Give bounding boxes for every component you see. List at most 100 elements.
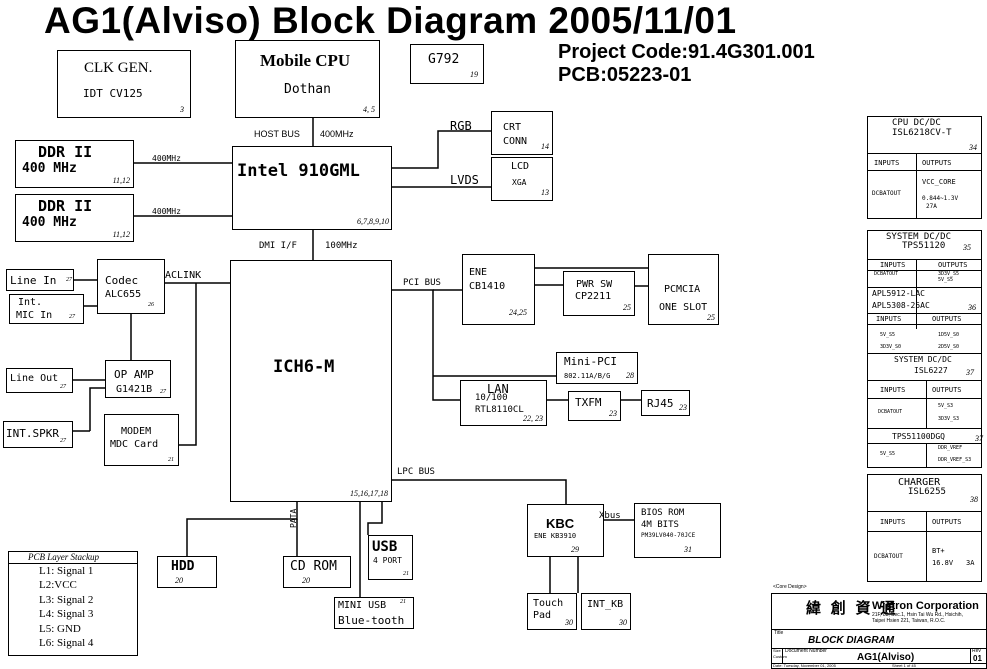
sheet-title: BLOCK DIAGRAM xyxy=(808,635,895,646)
clk-gen-part: IDT CV125 xyxy=(83,87,143,100)
rj45-page: 23 xyxy=(679,403,687,412)
sys-dcdc2-out2: 3D3V_S3 xyxy=(938,416,960,422)
docnum-value: AG1(Alviso) xyxy=(857,652,915,663)
ddr1-speed: 400 MHz xyxy=(22,161,77,176)
pcb-number: PCB:05223-01 xyxy=(558,64,692,86)
tps-out1: DDR_VREF xyxy=(938,445,963,451)
cardbus-part: CB1410 xyxy=(469,281,506,292)
xbus-label: Xbus xyxy=(599,511,621,521)
apl-in2: 3D3V_S0 xyxy=(880,344,902,350)
sheet-label: Sheet 1 of 45 xyxy=(892,663,916,668)
cpu-block: Mobile CPU Dothan 4, 5 xyxy=(235,40,380,118)
cdrom-page: 20 xyxy=(302,576,310,585)
crt-page: 14 xyxy=(541,142,549,151)
g792-label: G792 xyxy=(428,52,460,67)
cardbus-block: ENE CB1410 24,25 xyxy=(462,254,535,325)
opamp-label: OP AMP xyxy=(114,368,154,381)
miniusb-page: 21 xyxy=(400,599,406,605)
ddr1-label: DDR II xyxy=(38,143,93,161)
charger-table: CHARGER ISL6255 38 INPUTS OUTPUTS DCBATO… xyxy=(867,474,982,582)
line-out-label: Line Out xyxy=(10,373,59,384)
charger-outputs: OUTPUTS xyxy=(932,518,962,526)
sys-dcdc2-in: DCBATOUT xyxy=(878,409,903,415)
line-out-block: Line Out 27 xyxy=(6,368,73,393)
tps-out2: DDR_VREF_S3 xyxy=(938,457,972,463)
modem-page: 21 xyxy=(168,457,174,463)
touchpad-block: Touch Pad 30 xyxy=(527,593,577,630)
minipci-block: Mini-PCI 802.11A/B/G 28 xyxy=(556,352,638,384)
apl-page: 36 xyxy=(968,303,976,312)
lan-page: 22, 23 xyxy=(523,414,543,423)
txfm-block: TXFM 23 xyxy=(568,391,621,421)
cardbus-label: ENE xyxy=(469,267,488,278)
charger-out1: BT+ xyxy=(932,547,945,555)
company-address-2: Taipei Hsien 221, Taiwan, R.O.C. xyxy=(872,618,946,624)
lpc-bus-label: LPC BUS xyxy=(397,467,435,477)
stackup-table: PCB Layer Stackup L1: Signal 1 L2:VCC L3… xyxy=(8,551,138,656)
lcd-page: 13 xyxy=(541,188,549,197)
kbc-block: KBC ENE KB3910 29 xyxy=(527,504,604,557)
gmch-block: Intel 910GML 6,7,8,9,10 xyxy=(232,146,392,230)
charger-out3: 3A xyxy=(966,559,975,567)
ddr1-page: 11,12 xyxy=(112,176,130,185)
sys-dcdc1-part: TPS51120 xyxy=(902,241,946,251)
txfm-page: 23 xyxy=(609,409,617,418)
modem-label: MODEM xyxy=(121,426,152,437)
spkr-label: INT.SPKR xyxy=(6,427,59,440)
stackup-title: PCB Layer Stackup xyxy=(28,552,99,562)
cpu-label: Mobile CPU xyxy=(260,51,351,70)
touchpad-line2: Pad xyxy=(533,610,552,621)
bios-part: PM39LV040-70JCE xyxy=(641,532,696,539)
hdd-label: HDD xyxy=(171,559,195,574)
sys-dcdc1-page: 35 xyxy=(963,243,971,252)
sys-dcdc1-inputs: INPUTS xyxy=(880,261,906,269)
opamp-part: G1421B xyxy=(116,384,153,395)
usb-block: USB 4 PORT 21 xyxy=(368,535,413,580)
stackup-layer: L4: Signal 3 xyxy=(39,608,94,620)
sys-dcdc1-title: SYSTEM DC/DC xyxy=(886,232,952,242)
sys-dcdc2-page: 37 xyxy=(966,368,974,377)
docnum-label: Document Number xyxy=(785,648,827,654)
pcmcia-block: PCMCIA ONE SLOT 25 xyxy=(648,254,719,325)
intkb-page: 30 xyxy=(619,618,627,627)
intkb-block: INT_KB 30 xyxy=(581,593,631,630)
lan-speed: 10/100 xyxy=(475,393,508,403)
cpu-dcdc-in: DCBATOUT xyxy=(872,190,901,197)
sys-dcdc2-part: ISL6227 xyxy=(914,366,948,375)
pata-label: PATA xyxy=(289,508,298,528)
sys-dcdc1-out2: 5V_S5 xyxy=(938,277,954,283)
modem-part: MDC Card xyxy=(110,439,159,450)
date-label: Date: Tuesday, November 01, 2005 xyxy=(773,663,836,668)
rev-value: 01 xyxy=(973,654,982,663)
tps-in: 5V_S5 xyxy=(880,451,896,457)
cpu-dcdc-part: ISL6218CV-T xyxy=(892,128,952,138)
pci-bus-label: PCI BUS xyxy=(403,278,441,288)
sys-dcdc2-inputs: INPUTS xyxy=(880,386,906,394)
charger-title: CHARGER xyxy=(898,477,941,488)
sys-dcdc2-outputs: OUTPUTS xyxy=(932,386,962,394)
stackup-layer: L2:VCC xyxy=(39,579,77,591)
title-block: 緯 創 資 通 Wistron Corporation 21F, 88, Sec… xyxy=(771,593,987,669)
kbc-page: 29 xyxy=(571,545,579,554)
lan-block: LAN 10/100 RTL8110CL 22, 23 xyxy=(460,380,547,426)
stackup-layer: L6: Signal 4 xyxy=(39,637,94,649)
apl-title: APL5912-LAC xyxy=(872,289,925,298)
usb-label: USB xyxy=(372,539,398,555)
mic-in-page: 27 xyxy=(69,314,75,320)
charger-in: DCBATOUT xyxy=(874,553,903,560)
lcd-block: LCD XGA 13 xyxy=(491,157,553,201)
stackup-layer: L1: Signal 1 xyxy=(39,565,94,577)
host-bus-label: HOST BUS xyxy=(254,129,300,139)
touchpad-page: 30 xyxy=(565,618,573,627)
miniusb-block: MINI USB 21 Blue-tooth xyxy=(334,597,414,629)
mic-in-line2: MIC In xyxy=(16,310,53,321)
host-bus-speed: 400MHz xyxy=(320,129,354,139)
sys-dcdc2-out1: 5V_S3 xyxy=(938,403,954,409)
kbc-label: KBC xyxy=(546,516,575,531)
gmch-page: 6,7,8,9,10 xyxy=(357,217,389,226)
charger-inputs: INPUTS xyxy=(880,518,906,526)
sys-dcdc2-title: SYSTEM DC/DC xyxy=(894,355,952,364)
spkr-block: INT.SPKR 27 xyxy=(3,421,73,448)
clk-gen-block: CLK GEN. IDT CV125 3 xyxy=(57,50,191,118)
